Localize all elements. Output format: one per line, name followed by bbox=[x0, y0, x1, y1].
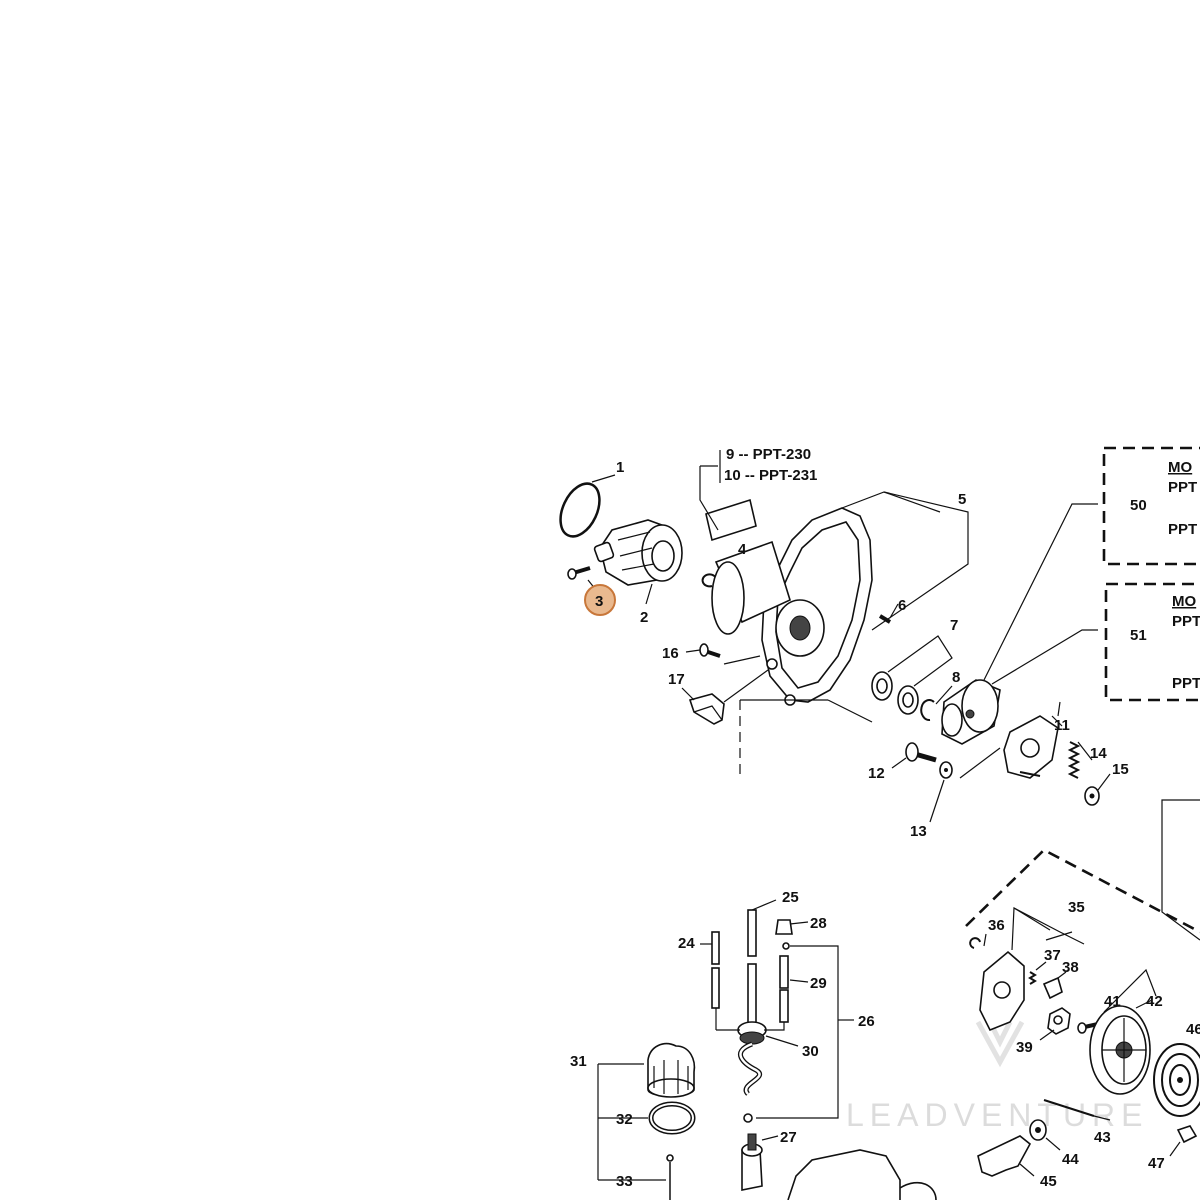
part-30-grommet[interactable] bbox=[716, 963, 799, 1096]
part-38-pawl[interactable] bbox=[1042, 971, 1067, 1000]
callout-8[interactable]: 8 bbox=[952, 669, 960, 686]
part-37-spring[interactable] bbox=[1028, 961, 1047, 985]
callout-32[interactable]: 32 bbox=[616, 1111, 633, 1128]
callout-6[interactable]: 6 bbox=[898, 597, 906, 614]
part-29-hose[interactable] bbox=[779, 955, 809, 1023]
part-6-pin[interactable] bbox=[878, 603, 899, 624]
callout-46[interactable]: 46 bbox=[1186, 1021, 1200, 1038]
part-44-grommet[interactable] bbox=[1029, 1119, 1061, 1151]
model-box-50: MO PPT PPT bbox=[1102, 446, 1200, 566]
part-13-washer[interactable] bbox=[929, 761, 953, 823]
callout-7[interactable]: 7 bbox=[950, 617, 958, 634]
fuel-cap-bracket bbox=[597, 1063, 666, 1181]
part-1-snap-ring[interactable] bbox=[553, 474, 616, 543]
callout-31[interactable]: 31 bbox=[570, 1053, 587, 1070]
model-box-50-line1: PPT bbox=[1168, 479, 1197, 496]
part-24-hose[interactable] bbox=[700, 931, 720, 1030]
callout-29[interactable]: 29 bbox=[810, 975, 827, 992]
part-42-pulley[interactable] bbox=[1089, 968, 1157, 1095]
callout-42[interactable]: 42 bbox=[1146, 993, 1163, 1010]
part-11-clutch[interactable] bbox=[959, 701, 1063, 779]
callout-14[interactable]: 14 bbox=[1090, 745, 1107, 762]
part-35-pawl-carrier[interactable] bbox=[979, 907, 1085, 1032]
callout-16[interactable]: 16 bbox=[662, 645, 679, 662]
kit-label-10: 10 -- PPT-231 bbox=[724, 467, 817, 484]
part-2-housing[interactable] bbox=[593, 519, 683, 605]
model-box-51: MO PPT PPT bbox=[1104, 582, 1200, 702]
part-28-cap[interactable] bbox=[775, 919, 809, 935]
callout-41[interactable]: 41 bbox=[1104, 993, 1121, 1010]
part-7-bearings[interactable] bbox=[871, 635, 953, 715]
highlight-callout-3[interactable] bbox=[584, 584, 616, 616]
callout-15[interactable]: 15 bbox=[1112, 761, 1129, 778]
part-47-guide[interactable] bbox=[1169, 1125, 1198, 1157]
callout-45[interactable]: 45 bbox=[1040, 1173, 1057, 1190]
callout-38[interactable]: 38 bbox=[1062, 959, 1079, 976]
callout-30[interactable]: 30 bbox=[802, 1043, 819, 1060]
callout-labels: 1 2 3 4 5 6 7 8 11 12 13 14 15 16 17 24 … bbox=[570, 459, 1200, 1190]
part-oring-lower bbox=[743, 1113, 753, 1123]
callout-1[interactable]: 1 bbox=[616, 459, 624, 476]
starter-bracket bbox=[1161, 799, 1200, 941]
part-12-bolt[interactable] bbox=[891, 742, 937, 769]
kit-label-9: 9 -- PPT-230 bbox=[726, 446, 811, 463]
callout-36[interactable]: 36 bbox=[988, 917, 1005, 934]
part-oring bbox=[782, 942, 790, 950]
part-32-seal[interactable] bbox=[648, 1101, 696, 1135]
model-box-51-title: MO bbox=[1172, 593, 1196, 610]
part-26-bracket[interactable] bbox=[756, 945, 854, 1119]
callout-44[interactable]: 44 bbox=[1062, 1151, 1079, 1168]
callout-50[interactable]: 50 bbox=[1130, 497, 1147, 514]
part-15-washer[interactable] bbox=[1084, 773, 1111, 806]
clutch-drum[interactable] bbox=[941, 503, 1098, 745]
part-25-tube[interactable] bbox=[747, 899, 777, 957]
part-31-fuel-cap[interactable] bbox=[647, 1042, 696, 1098]
callout-43[interactable]: 43 bbox=[1094, 1129, 1111, 1146]
callout-24[interactable]: 24 bbox=[678, 935, 695, 952]
callout-39[interactable]: 39 bbox=[1016, 1039, 1033, 1056]
callout-37[interactable]: 37 bbox=[1044, 947, 1061, 964]
callout-13[interactable]: 13 bbox=[910, 823, 927, 840]
part-14-spring[interactable] bbox=[1067, 741, 1093, 779]
part-8-ring[interactable] bbox=[920, 685, 953, 722]
callout-4[interactable]: 4 bbox=[738, 541, 747, 558]
part-43-rope[interactable] bbox=[1043, 1099, 1111, 1121]
callout-5[interactable]: 5 bbox=[958, 491, 966, 508]
callout-51[interactable]: 51 bbox=[1130, 627, 1147, 644]
part-33-strap[interactable] bbox=[666, 1154, 674, 1200]
fuel-tank bbox=[787, 1149, 901, 1200]
callout-2[interactable]: 2 bbox=[640, 609, 648, 626]
part-16-screw[interactable] bbox=[685, 643, 761, 665]
part-36-clip[interactable] bbox=[969, 933, 987, 949]
callout-12[interactable]: 12 bbox=[868, 765, 885, 782]
model-box-50-line2: PPT bbox=[1168, 521, 1197, 538]
model-box-51-line1: PPT bbox=[1172, 613, 1200, 630]
part-39-nut[interactable] bbox=[1039, 1007, 1071, 1041]
watermark-text: LEADVENTURE bbox=[846, 1097, 1149, 1133]
part-17-bracket[interactable] bbox=[681, 669, 769, 725]
part-9-10-gasket[interactable] bbox=[699, 450, 757, 542]
callout-17[interactable]: 17 bbox=[668, 671, 685, 688]
model-box-50-title: MO bbox=[1168, 459, 1192, 476]
part-5-crankcase[interactable] bbox=[711, 491, 969, 706]
part-3-screw[interactable] bbox=[567, 566, 597, 591]
callout-47[interactable]: 47 bbox=[1148, 1155, 1165, 1172]
callout-35[interactable]: 35 bbox=[1068, 899, 1085, 916]
callout-33[interactable]: 33 bbox=[616, 1173, 633, 1190]
part-46-spring[interactable] bbox=[1153, 1043, 1200, 1117]
model-box-51-line2: PPT bbox=[1172, 675, 1200, 692]
part-27-filter[interactable] bbox=[741, 1133, 779, 1191]
callout-11[interactable]: 11 bbox=[1054, 717, 1070, 734]
callout-28[interactable]: 28 bbox=[810, 915, 827, 932]
callout-3[interactable]: 3 bbox=[595, 593, 603, 610]
callout-27[interactable]: 27 bbox=[780, 1129, 797, 1146]
part-45-handle[interactable] bbox=[977, 1135, 1035, 1177]
callout-25[interactable]: 25 bbox=[782, 889, 799, 906]
callout-26[interactable]: 26 bbox=[858, 1013, 875, 1030]
